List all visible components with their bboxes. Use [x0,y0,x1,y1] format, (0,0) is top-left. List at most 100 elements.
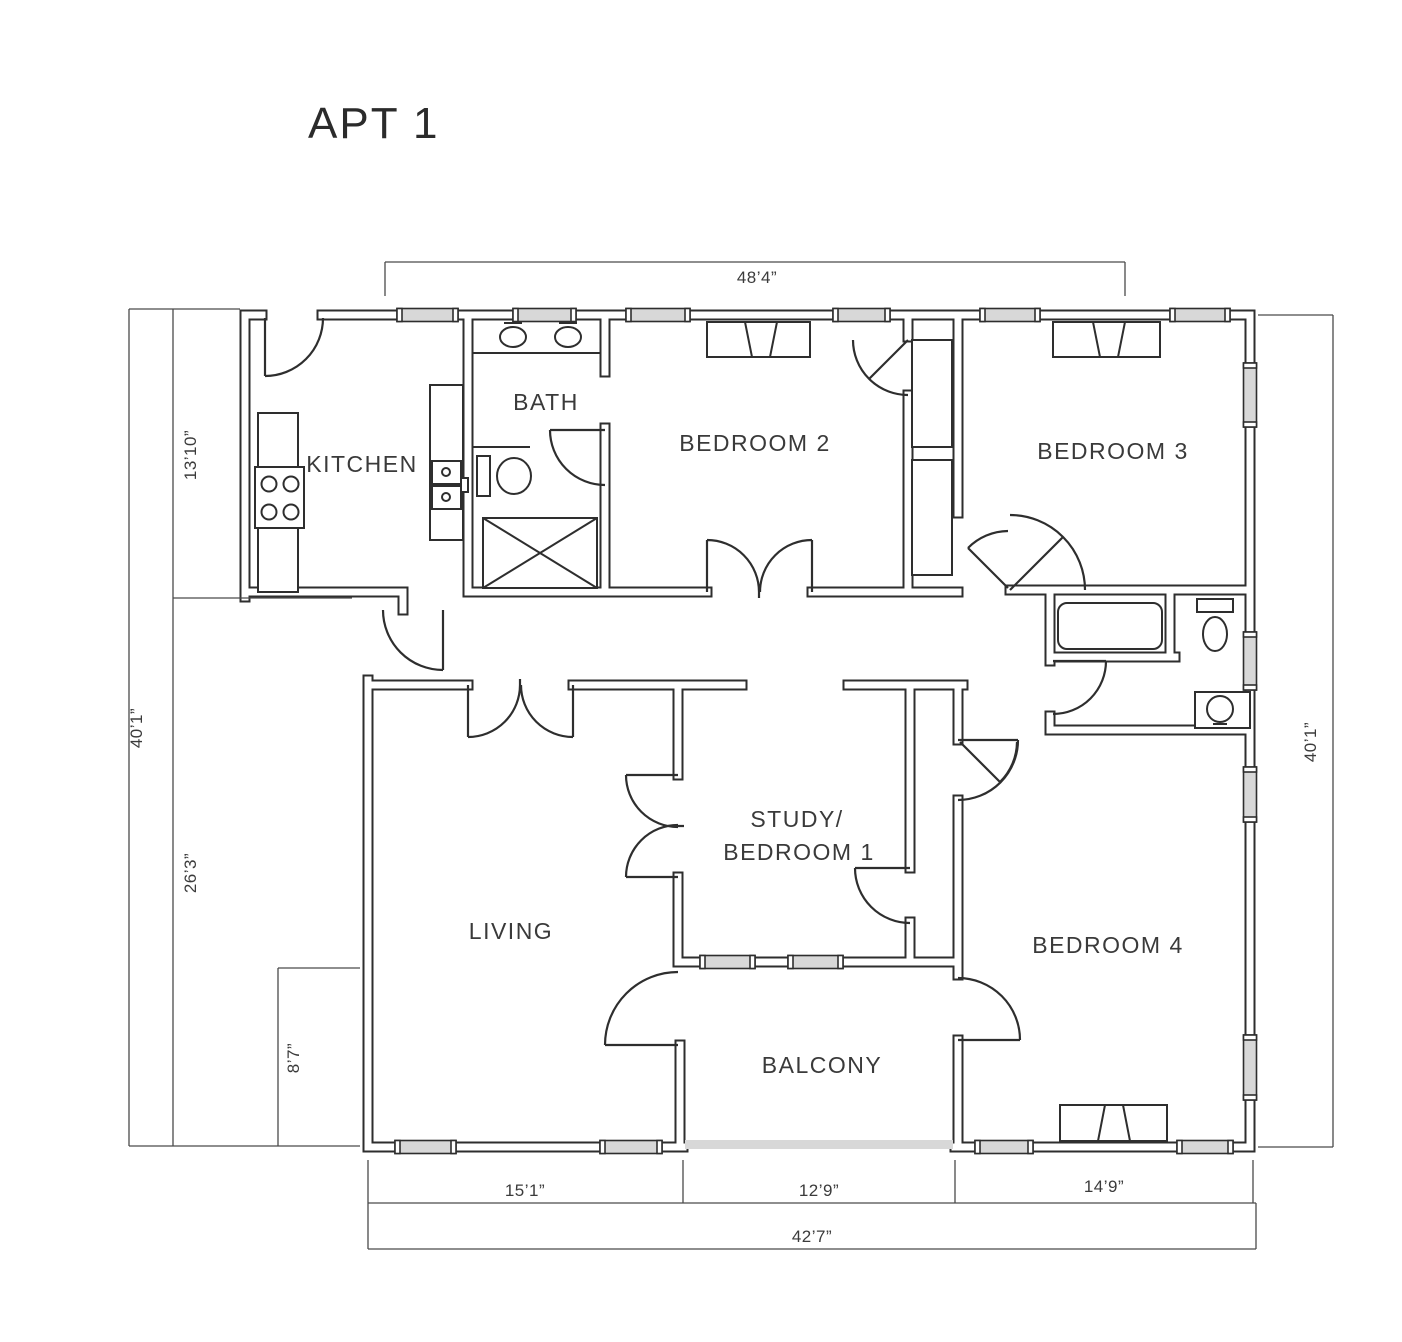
window [599,1139,606,1155]
window [684,307,691,323]
window [1242,684,1258,691]
bath2-fixtures [1057,598,1251,729]
window [884,307,891,323]
window [787,954,794,970]
stove-burner [260,503,278,521]
living-balcony-door [603,970,679,1047]
window [1242,631,1258,638]
window [625,307,632,323]
window [1034,307,1041,323]
window [1224,307,1231,323]
bedroom2-closet [706,321,811,358]
kitchen-sink [431,460,462,485]
dimension-lines [128,261,1334,1250]
faucet [460,477,469,493]
sink-basin [1206,695,1234,723]
window [1242,1034,1258,1041]
bedroom3-closet [1052,321,1161,358]
closet-rod [1092,321,1126,358]
window [974,1139,1034,1155]
kitchen-fixtures [254,384,469,593]
dim-bottom-balcony: 12’9” [799,1181,839,1200]
stove-burner [282,475,300,493]
room-label-study-line1: STUDY/ [750,806,843,832]
bathtub [1057,602,1163,650]
bedroom3-door [1009,513,1087,591]
stove-burner [282,503,300,521]
window [1227,1139,1234,1155]
window [832,307,839,323]
window [1176,1139,1183,1155]
window [394,1139,401,1155]
hall-wardrobe [911,459,953,576]
shower-cross [482,517,598,589]
window [396,307,459,323]
study-side-door [853,866,911,925]
room-label-study-line2: BEDROOM 1 [723,839,875,865]
window [1242,631,1258,691]
hall-nexus-door [959,741,1019,783]
living-double-doors [466,679,575,739]
dim-right-total: 40’1” [1301,722,1320,762]
window [1242,362,1258,428]
window [749,954,756,970]
window [699,954,756,970]
room-label-kitchen: KITCHEN [306,451,417,477]
closet-rod [744,321,778,358]
bedroom4-closet [1059,1104,1168,1142]
vestibule-door [967,529,1009,589]
toilet-bowl [496,457,532,495]
hall-door [381,609,445,672]
window [512,307,519,323]
room-label-bedroom2: BEDROOM 2 [679,430,831,456]
room-label-bath: BATH [513,389,579,415]
bedroom4-balcony-door [957,976,1022,1042]
page-title: APT 1 [308,99,439,148]
window [1242,1094,1258,1101]
hall-wardrobe [911,339,953,448]
window [1169,307,1231,323]
dim-left-lower: 26’3” [181,853,200,893]
toilet-bowl [1202,616,1228,652]
window [599,1139,663,1155]
entry-door [263,317,325,378]
windows [394,307,1258,1155]
window [570,307,577,323]
bedroom2-double-doors [705,538,814,598]
room-label-bedroom3: BEDROOM 3 [1037,438,1189,464]
bedroom4-door [957,738,1020,802]
sink-drain [441,467,451,477]
window [1242,816,1258,823]
vanity-sink [554,326,582,348]
doors [263,317,1108,1047]
vanity-sink [499,326,527,348]
window [394,1139,457,1155]
closet-rod [1097,1104,1131,1142]
room-label-bedroom4: BEDROOM 4 [1032,932,1184,958]
window [837,954,844,970]
window [656,1139,663,1155]
window [979,307,1041,323]
study-double-doors [624,773,684,879]
window [787,954,844,970]
dim-left-upper: 13’10” [181,430,200,480]
window [1242,766,1258,823]
sink-drain [441,492,451,502]
stove-burner [260,475,278,493]
dim-bottom-living: 15’1” [505,1181,545,1200]
closets [706,321,1168,1142]
dim-top-width: 48’4” [737,268,777,287]
dim-bottom-bedroom4: 14’9” [1084,1177,1124,1196]
walls-cavity [241,311,1254,1151]
window [699,954,706,970]
window [512,307,577,323]
window [396,307,403,323]
toilet-tank [1196,598,1234,613]
window [1027,1139,1034,1155]
bedroom2-side-door [851,339,909,397]
window [1242,1034,1258,1101]
bath1-fixtures [473,322,600,589]
room-label-balcony: BALCONY [762,1052,882,1078]
